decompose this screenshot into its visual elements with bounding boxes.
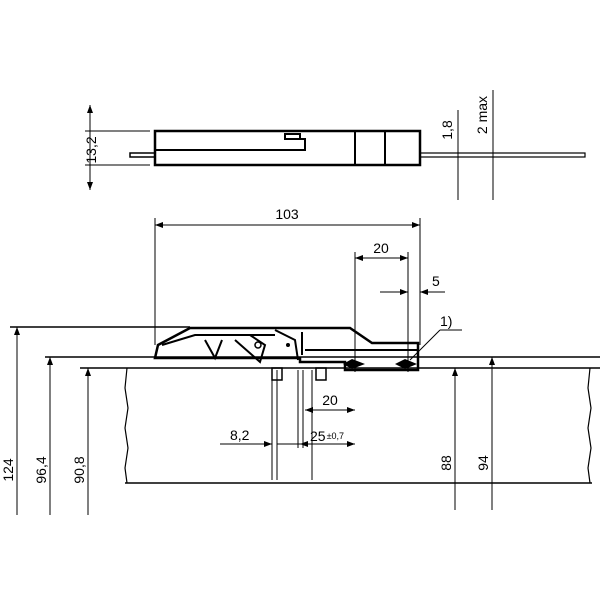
dim-20-lower: 20	[322, 392, 338, 408]
dim-25: 25±0,7	[310, 428, 344, 444]
dim-94: 94	[475, 455, 491, 471]
note-ref: 1)	[440, 313, 452, 329]
panel-left-edge	[124, 367, 129, 484]
dim-20-top: 20	[373, 240, 389, 256]
rivet-icons	[343, 359, 417, 369]
pin-left	[129, 152, 156, 158]
latch-body-top	[153, 129, 422, 167]
dim-5: 5	[432, 273, 440, 289]
front-view: 103 20 5 1) 20 25±0,7	[0, 206, 600, 515]
dim-1-8: 1,8	[439, 120, 455, 140]
dim-8-2: 8,2	[230, 427, 250, 443]
dim-90-8: 90,8	[71, 456, 87, 483]
dim-124: 124	[0, 458, 16, 482]
dim-88: 88	[438, 455, 454, 471]
top-view: 13,2 1,8 2 max	[83, 90, 586, 200]
rod-right	[419, 152, 586, 158]
dim-103: 103	[275, 206, 299, 222]
slot-outline	[155, 133, 306, 151]
latch-body-front	[153, 326, 420, 372]
dim-96-4: 96,4	[33, 456, 49, 483]
dim-13-2: 13,2	[83, 136, 99, 163]
dim-2-max: 2 max	[474, 96, 490, 134]
